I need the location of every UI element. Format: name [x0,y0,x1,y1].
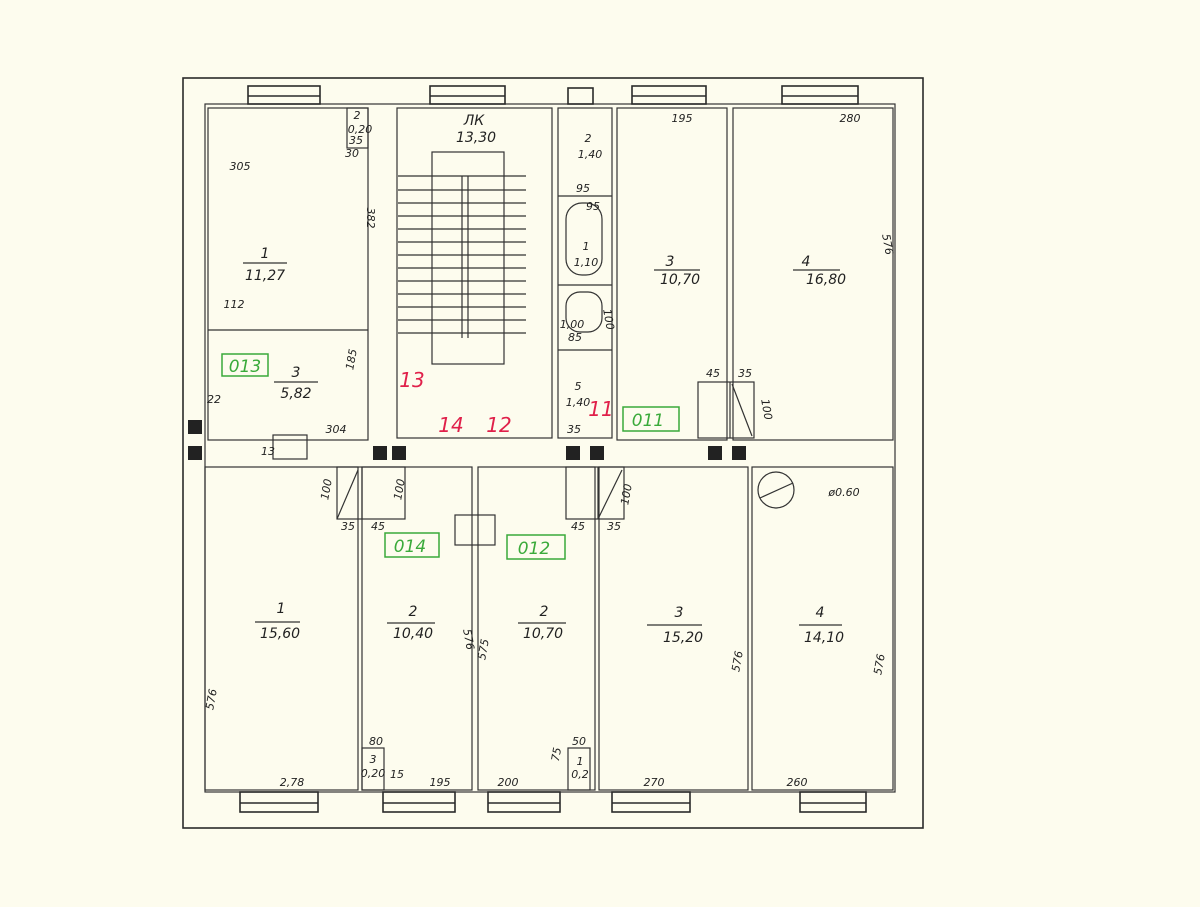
svg-text:3: 3 [370,753,377,766]
partitions [204,107,894,791]
svg-text:4: 4 [816,605,825,621]
svg-text:11: 11 [588,397,613,421]
svg-text:45: 45 [706,367,720,380]
svg-text:50: 50 [572,735,586,748]
svg-text:382: 382 [364,208,377,229]
svg-text:100: 100 [391,478,407,501]
svg-text:2,78: 2,78 [280,776,305,789]
svg-text:195: 195 [430,776,451,789]
svg-text:185: 185 [343,348,359,371]
svg-text:14,10: 14,10 [804,630,844,646]
svg-text:12: 12 [486,413,511,437]
svg-text:1: 1 [583,240,590,253]
svg-text:11,27: 11,27 [245,268,285,284]
svg-text:22: 22 [207,393,221,406]
svg-text:270: 270 [644,776,665,789]
svg-text:16,80: 16,80 [806,272,846,288]
svg-text:10,40: 10,40 [393,626,433,642]
svg-text:1,10: 1,10 [574,256,599,269]
svg-text:35: 35 [738,367,752,380]
svg-text:45: 45 [571,520,585,533]
svg-text:1,40: 1,40 [566,396,591,409]
svg-text:2: 2 [540,604,549,620]
chimney-diameter: ø0.60 [827,486,859,499]
svg-text:3: 3 [666,254,675,270]
svg-text:95: 95 [586,200,600,213]
svg-text:1,40: 1,40 [578,148,603,161]
svg-text:260: 260 [787,776,808,789]
svg-text:10,70: 10,70 [523,626,563,642]
svg-text:3: 3 [292,365,301,381]
svg-text:ЛК: ЛК [463,113,486,129]
svg-text:15: 15 [390,768,404,781]
svg-text:3: 3 [675,605,684,621]
svg-text:280: 280 [840,112,861,125]
svg-text:1,00: 1,00 [560,318,585,331]
svg-text:014: 014 [394,537,426,557]
svg-text:305: 305 [230,160,251,173]
svg-text:75: 75 [549,746,564,762]
svg-text:576: 576 [879,233,895,256]
svg-text:012: 012 [518,539,550,559]
outer-walls [182,77,924,829]
svg-text:1: 1 [261,246,270,262]
svg-text:575: 575 [475,638,491,661]
svg-text:011: 011 [632,411,664,431]
svg-text:13,30: 13,30 [456,130,496,146]
windows [239,85,867,813]
svg-text:1: 1 [277,601,286,617]
svg-text:45: 45 [371,520,385,533]
svg-text:35: 35 [341,520,355,533]
svg-text:2: 2 [409,604,418,620]
svg-text:576: 576 [203,688,219,711]
svg-text:576: 576 [460,628,476,651]
svg-text:5,82: 5,82 [280,386,311,402]
svg-text:0,20: 0,20 [348,123,373,136]
svg-text:304: 304 [326,423,347,436]
svg-text:576: 576 [729,650,745,673]
svg-text:013: 013 [229,357,261,377]
svg-text:13: 13 [399,368,424,392]
apartment-labels: 013 011 014 012 [221,353,680,560]
svg-text:195: 195 [672,112,693,125]
svg-text:0,2: 0,2 [571,768,589,781]
svg-text:80: 80 [369,735,383,748]
svg-text:0,20: 0,20 [361,767,386,780]
svg-text:100: 100 [600,308,616,331]
svg-text:13: 13 [261,445,275,458]
svg-text:15,20: 15,20 [663,630,703,646]
svg-text:2: 2 [354,109,361,122]
svg-text:14: 14 [438,413,463,437]
svg-text:2: 2 [585,132,592,145]
svg-text:100: 100 [758,398,774,421]
svg-text:10,70: 10,70 [660,272,700,288]
svg-text:35: 35 [567,423,581,436]
dimension-labels: 305 382 112 185 304 22 13 35 30 195 280 … [203,112,895,789]
svg-text:30: 30 [345,147,359,160]
svg-text:35: 35 [349,134,363,147]
svg-text:576: 576 [871,653,887,676]
svg-text:95: 95 [576,182,590,195]
svg-text:5: 5 [575,380,582,393]
svg-text:100: 100 [318,478,334,501]
ventilation-shafts [188,420,746,460]
svg-text:15,60: 15,60 [260,626,300,642]
svg-text:112: 112 [224,298,245,311]
entrance-numbers: 13 14 12 11 [399,368,613,437]
svg-text:100: 100 [618,483,634,506]
svg-text:200: 200 [498,776,519,789]
svg-text:85: 85 [568,331,582,344]
svg-text:1: 1 [577,755,584,768]
stair-treads [398,151,526,365]
svg-text:35: 35 [607,520,621,533]
svg-text:4: 4 [802,254,811,270]
